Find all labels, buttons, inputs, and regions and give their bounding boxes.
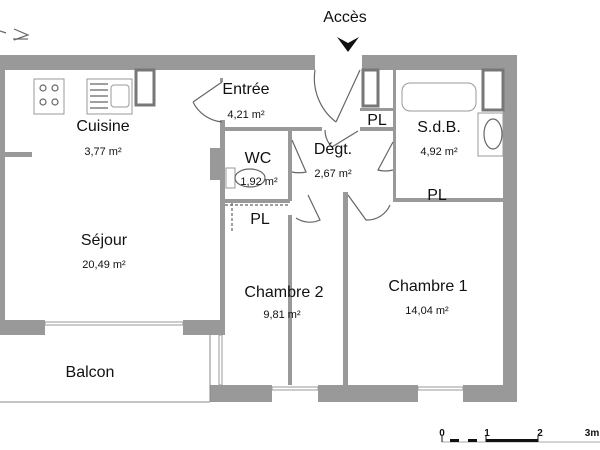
room-sejour: Séjour 20,49 m² [81,232,128,271]
doors [192,69,394,232]
scale-bar: 0 1 2 3m [439,428,600,443]
room-chambre-2: Chambre 2 9,81 m² [244,284,323,321]
room-cuisine: Cuisine 3,77 m² [76,118,129,158]
windows [44,321,464,391]
room-entree: Entrée 4,21 m² [222,81,269,121]
washbasin-icon [477,112,504,157]
access-label: Accès [323,9,367,26]
room-area: 9,81 m² [263,309,301,321]
scale-tick: 0 [439,428,445,439]
room-balcon: Balcon [66,364,115,381]
room-chambre-1: Chambre 1 14,04 m² [388,278,467,317]
room-sdb: S.d.B. 4,92 m² [417,119,461,158]
room-area: 4,92 m² [420,146,458,158]
stove-icon [33,78,65,115]
room-name: S.d.B. [417,119,461,136]
bath-cabinet [481,68,505,112]
entry-cabinet [361,68,380,108]
room-wc: WC 1,92 m² [240,150,278,188]
room-degagement: Dégt. 2,67 m² [314,141,352,180]
room-area: 4,21 m² [227,109,265,121]
scale-tick: 3m [585,428,600,439]
room-area: 3,77 m² [84,146,122,158]
room-name: Cuisine [76,118,129,135]
room-area: 20,49 m² [82,259,126,271]
kitchen-cabinet [134,68,156,107]
room-area: 2,67 m² [314,168,352,180]
closet-label: PL [367,112,387,129]
toilet-icon [225,167,266,189]
room-name: Entrée [222,81,269,98]
sink-icon [86,78,133,115]
closet-label: PL [250,211,270,228]
closet-label: PL [427,187,447,204]
walls [0,55,517,402]
bathtub-icon [401,82,477,112]
balcony-outline [0,335,211,403]
room-name: Chambre 1 [388,278,467,295]
room-name: Chambre 2 [244,284,323,301]
room-name: Dégt. [314,141,352,158]
access-arrow-icon [337,37,359,52]
north-arrow-icon [0,28,30,41]
scale-tick: 2 [537,428,543,439]
room-name: WC [245,150,272,167]
room-area: 1,92 m² [240,176,278,188]
room-area: 14,04 m² [405,305,449,317]
room-name: Séjour [81,232,128,249]
scale-tick: 1 [484,428,490,439]
